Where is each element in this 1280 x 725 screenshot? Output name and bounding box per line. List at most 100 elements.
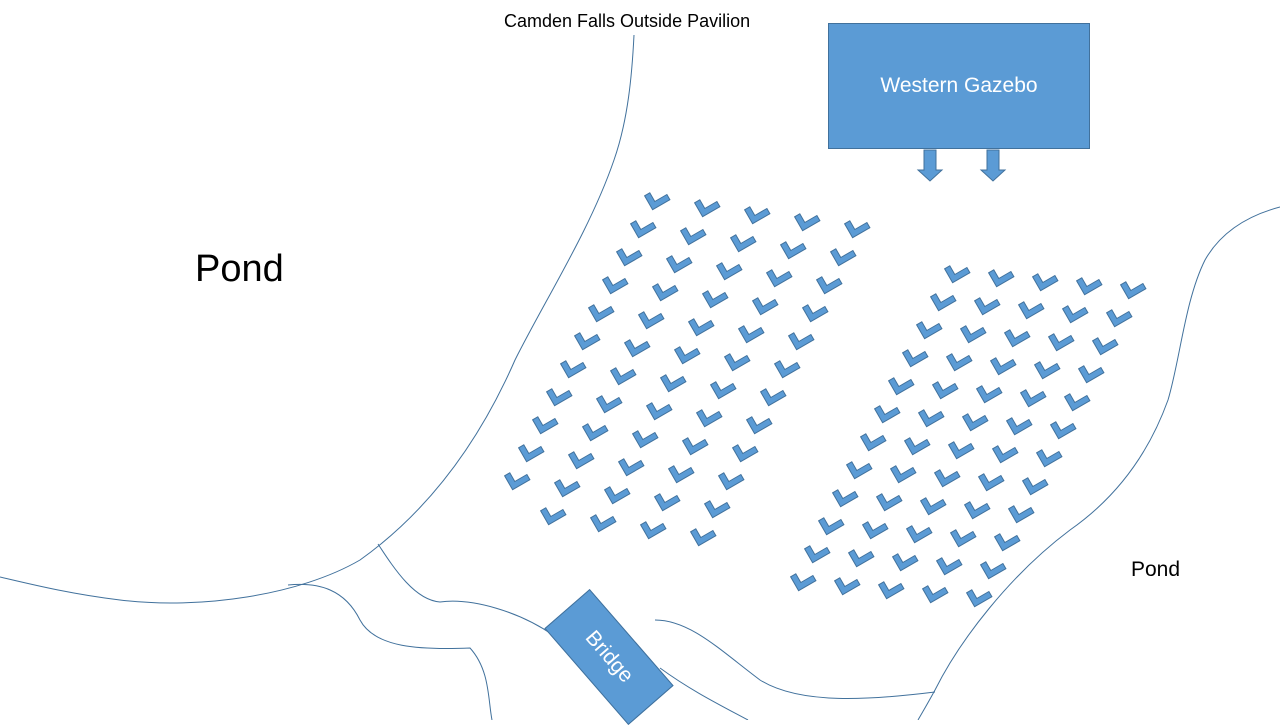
chair-icon <box>1019 389 1047 408</box>
chair-icon <box>789 573 817 592</box>
pond-right-shore <box>917 206 1280 720</box>
chair-icon <box>1047 333 1075 352</box>
chair-icon <box>645 402 673 421</box>
chair-icon <box>717 472 745 491</box>
chair-icon <box>1091 337 1119 356</box>
chair-icon <box>503 472 531 491</box>
pond-left-shore <box>0 34 635 604</box>
chair-icon <box>559 360 587 379</box>
stream-edge-upper <box>654 619 936 700</box>
chair-icon <box>653 493 681 512</box>
chair-icon <box>765 269 793 288</box>
chair-icon <box>935 557 963 576</box>
pond-left-label: Pond <box>195 248 284 290</box>
chair-icon <box>961 413 989 432</box>
chair-icon <box>933 469 961 488</box>
chair-icon <box>847 549 875 568</box>
chair-icon <box>679 227 707 246</box>
chair-icon <box>859 433 887 452</box>
chair-icon <box>1105 309 1133 328</box>
chair-icon <box>963 501 991 520</box>
chair-icon <box>875 493 903 512</box>
chair-icon <box>773 360 801 379</box>
chair-icon <box>651 283 679 302</box>
chair-icon <box>723 353 751 372</box>
chair-icon <box>891 553 919 572</box>
chair-icon <box>573 332 601 351</box>
chair-icon <box>687 318 715 337</box>
chair-icon <box>1005 417 1033 436</box>
chair-icon <box>943 265 971 284</box>
chair-icon <box>877 581 905 600</box>
chair-icon <box>589 514 617 533</box>
chair-icon <box>829 248 857 267</box>
chair-icon <box>759 388 787 407</box>
seating-area <box>503 192 1147 608</box>
chair-icon <box>639 521 667 540</box>
chair-icon <box>1021 477 1049 496</box>
chair-icon <box>1061 305 1089 324</box>
chair-icon <box>801 304 829 323</box>
chair-icon <box>1049 421 1077 440</box>
chair-icon <box>743 206 771 225</box>
chair-icon <box>665 255 693 274</box>
western-gazebo: Western Gazebo <box>828 23 1090 149</box>
chair-icon <box>845 461 873 480</box>
down-arrow-icon <box>979 149 1007 182</box>
chair-icon <box>1003 329 1031 348</box>
chair-icon <box>945 353 973 372</box>
chair-icon <box>973 297 1001 316</box>
chair-icon <box>1075 277 1103 296</box>
chair-icon <box>701 290 729 309</box>
chair-icon <box>947 441 975 460</box>
chair-icon <box>601 276 629 295</box>
chair-icon <box>609 367 637 386</box>
chair-icon <box>587 304 615 323</box>
chair-icon <box>709 381 737 400</box>
bridge-label: Bridge <box>580 626 638 688</box>
chair-icon <box>629 220 657 239</box>
stream-edge-lower <box>659 667 749 720</box>
chair-icon <box>861 521 889 540</box>
chair-icon <box>949 529 977 548</box>
diagram-title: Camden Falls Outside Pavilion <box>504 11 751 31</box>
chair-icon <box>987 269 1015 288</box>
pond-right-label: Pond <box>1131 558 1181 581</box>
chair-icon <box>889 465 917 484</box>
chair-icon <box>919 497 947 516</box>
chair-icon <box>993 533 1021 552</box>
chair-icon <box>581 423 609 442</box>
chair-icon <box>975 385 1003 404</box>
chair-icon <box>793 213 821 232</box>
chair-icon <box>703 500 731 519</box>
chair-icon <box>517 444 545 463</box>
chair-icon <box>681 437 709 456</box>
chair-icon <box>615 248 643 267</box>
chair-icon <box>815 276 843 295</box>
chair-icon <box>833 577 861 596</box>
chair-icon <box>1007 505 1035 524</box>
chair-icon <box>637 311 665 330</box>
chair-icon <box>903 437 931 456</box>
chair-icon <box>991 445 1019 464</box>
path-edge-upper <box>377 543 561 641</box>
chair-icon <box>643 192 671 211</box>
chair-icon <box>1077 365 1105 384</box>
chair-icon <box>959 325 987 344</box>
chair-icon <box>539 507 567 526</box>
chair-icon <box>787 332 815 351</box>
chair-icon <box>617 458 645 477</box>
chair-icon <box>751 297 779 316</box>
chair-icon <box>831 489 859 508</box>
chair-icon <box>817 517 845 536</box>
down-arrow-icon <box>916 149 944 182</box>
chair-icon <box>1031 273 1059 292</box>
chair-icon <box>873 405 901 424</box>
chair-icon <box>1017 301 1045 320</box>
chair-icon <box>595 395 623 414</box>
chair-icon <box>1119 281 1147 300</box>
chair-icon <box>553 479 581 498</box>
chair-icon <box>931 381 959 400</box>
chair-icon <box>659 374 687 393</box>
gazebo-label: Western Gazebo <box>880 74 1038 97</box>
